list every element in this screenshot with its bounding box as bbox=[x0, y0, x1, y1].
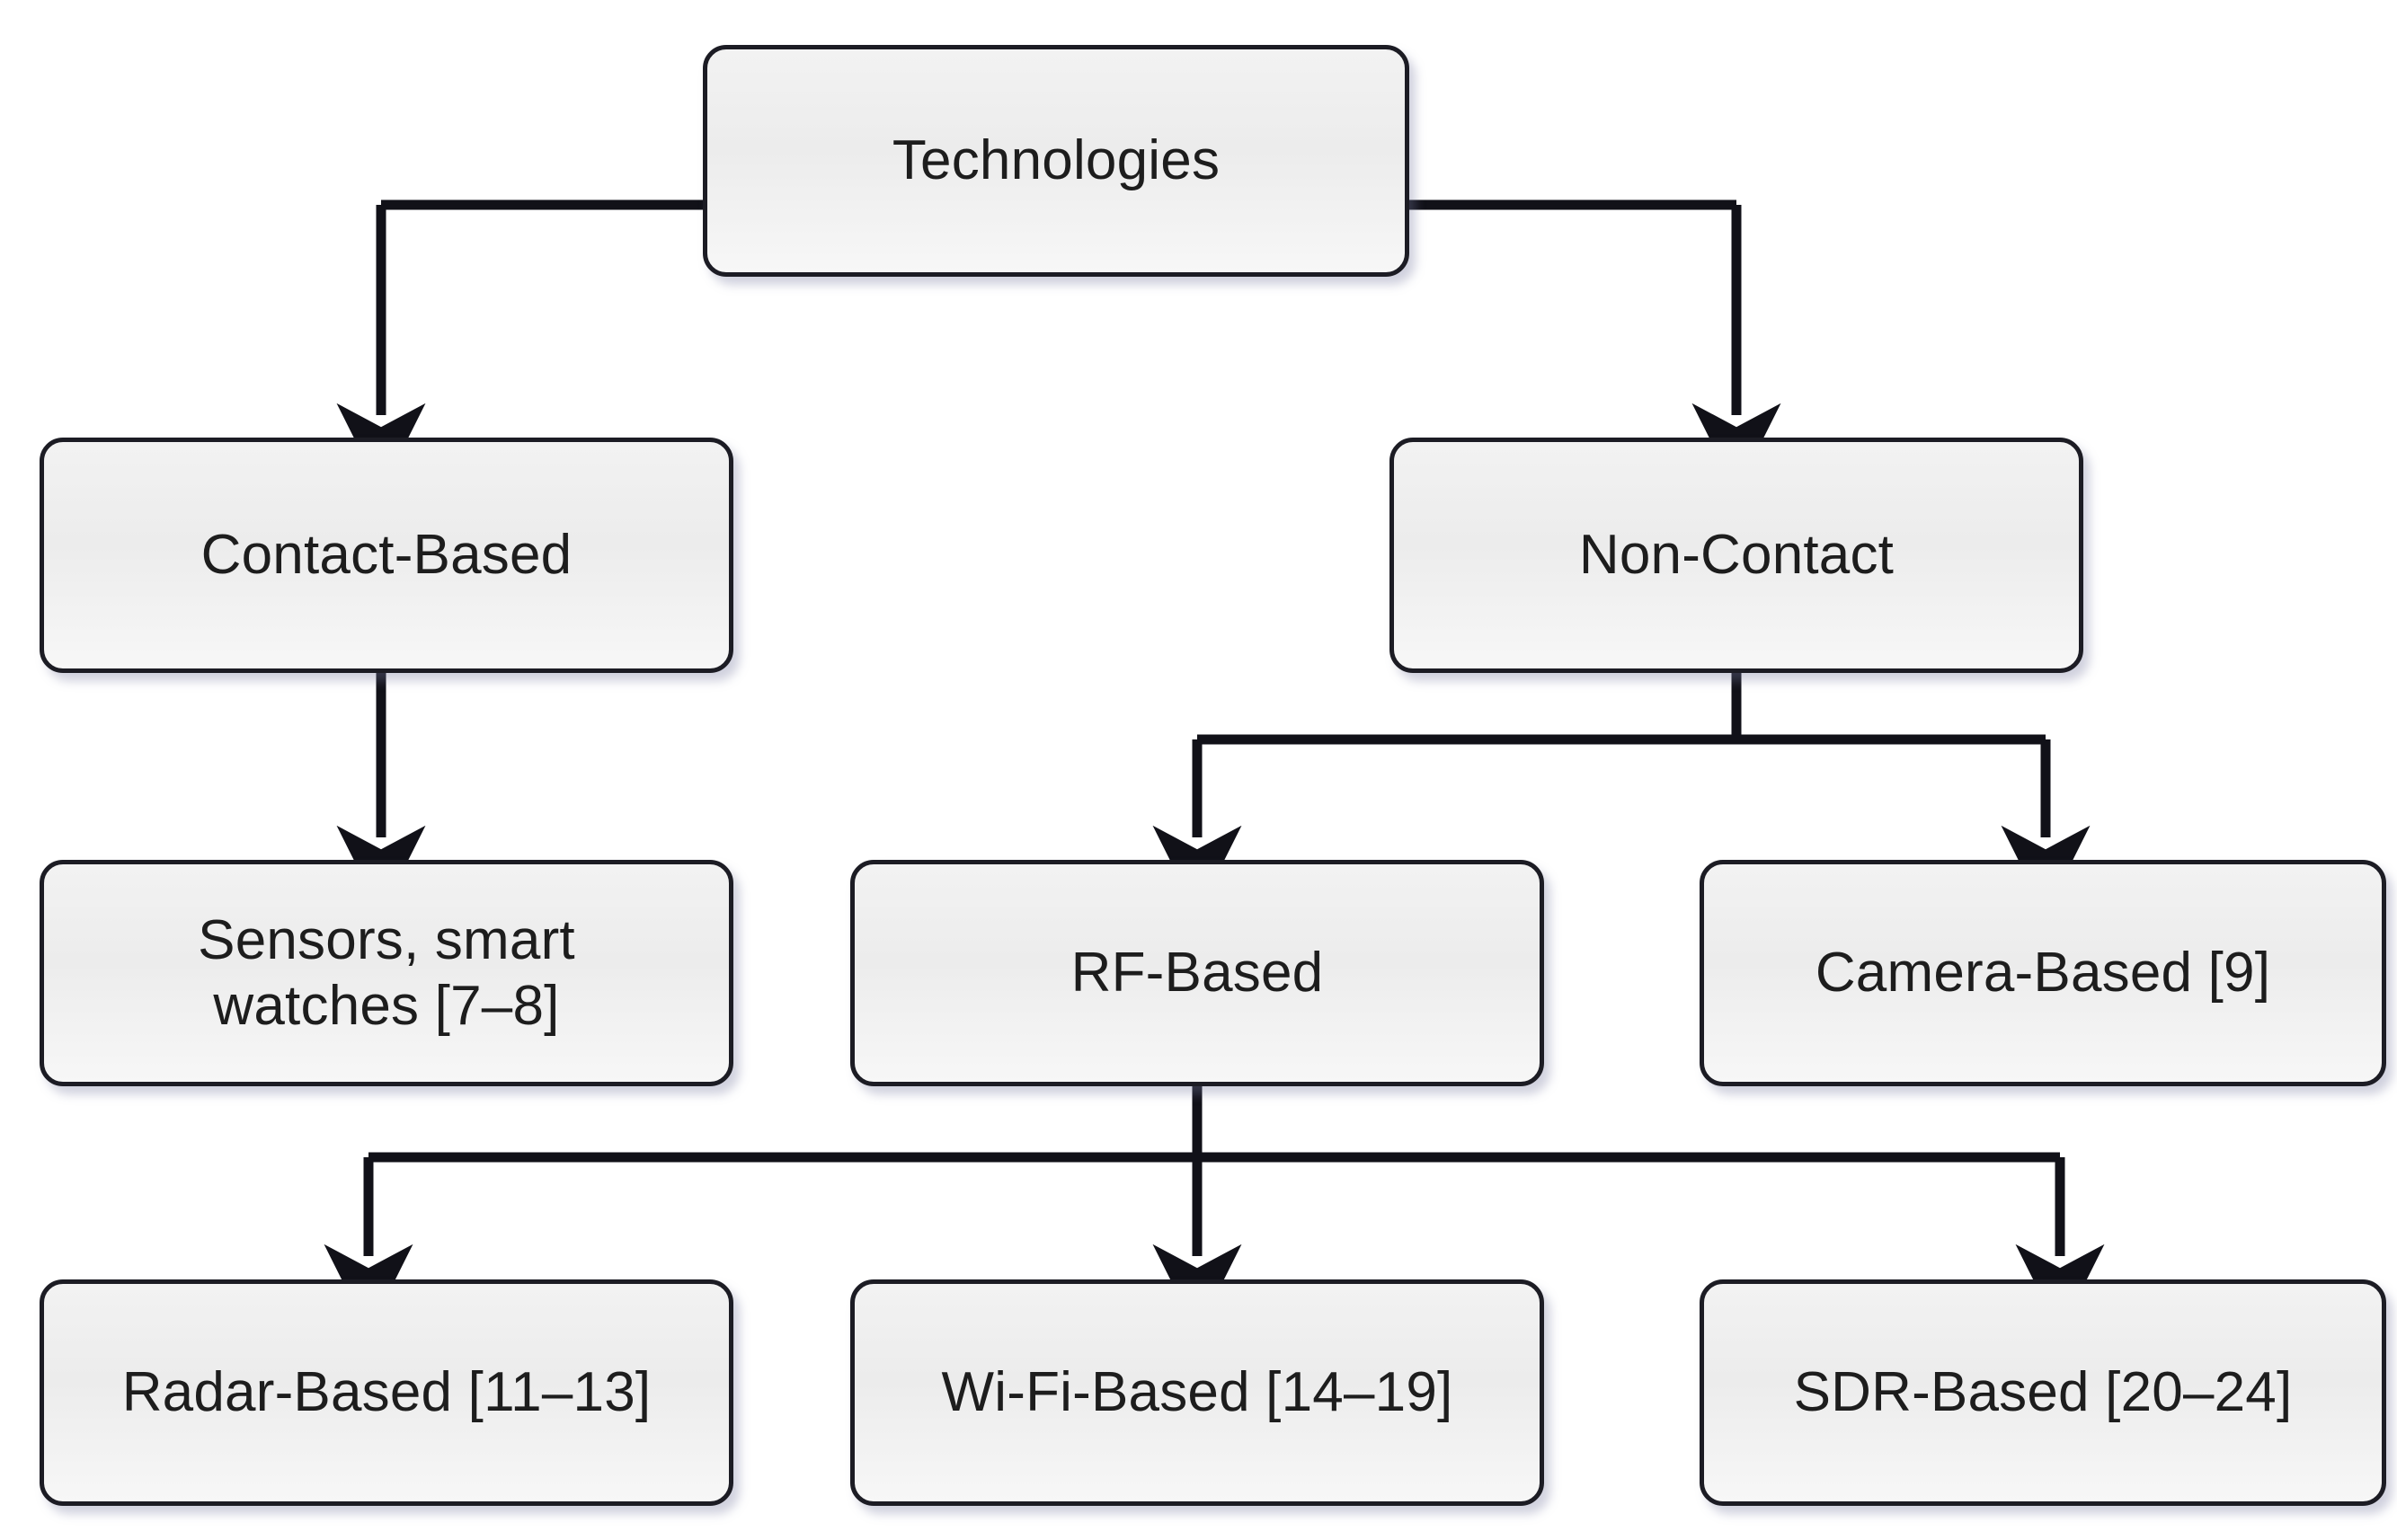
node-technologies-label: Technologies bbox=[892, 129, 1221, 192]
node-sdr-based-label: SDR-Based [20–24] bbox=[1793, 1361, 2293, 1424]
node-technologies[interactable]: Technologies bbox=[703, 45, 1409, 277]
node-non-contact[interactable]: Non-Contact bbox=[1389, 438, 2083, 673]
node-radar-based[interactable]: Radar-Based [11–13] bbox=[40, 1279, 733, 1506]
edge-rf-based-split bbox=[368, 1085, 2060, 1163]
node-rf-based-label: RF-Based bbox=[1070, 942, 1324, 1005]
node-radar-based-label: Radar-Based [11–13] bbox=[121, 1361, 652, 1424]
node-sdr-based[interactable]: SDR-Based [20–24] bbox=[1700, 1279, 2386, 1506]
node-sensors-smart-watches[interactable]: Sensors, smart watches [7–8] bbox=[40, 860, 733, 1086]
node-wifi-based-label: Wi-Fi-Based [14–19] bbox=[941, 1361, 1453, 1424]
node-rf-based[interactable]: RF-Based bbox=[850, 860, 1544, 1086]
node-non-contact-label: Non-Contact bbox=[1578, 524, 1895, 587]
node-contact-based[interactable]: Contact-Based bbox=[40, 438, 733, 673]
node-wifi-based[interactable]: Wi-Fi-Based [14–19] bbox=[850, 1279, 1544, 1506]
node-camera-based-label: Camera-Based [9] bbox=[1815, 942, 2271, 1005]
node-sensors-smart-watches-label: Sensors, smart watches [7–8] bbox=[198, 908, 575, 1037]
node-contact-based-label: Contact-Based bbox=[200, 524, 573, 587]
edge-non-contact-split bbox=[1197, 672, 2046, 745]
node-camera-based[interactable]: Camera-Based [9] bbox=[1700, 860, 2386, 1086]
